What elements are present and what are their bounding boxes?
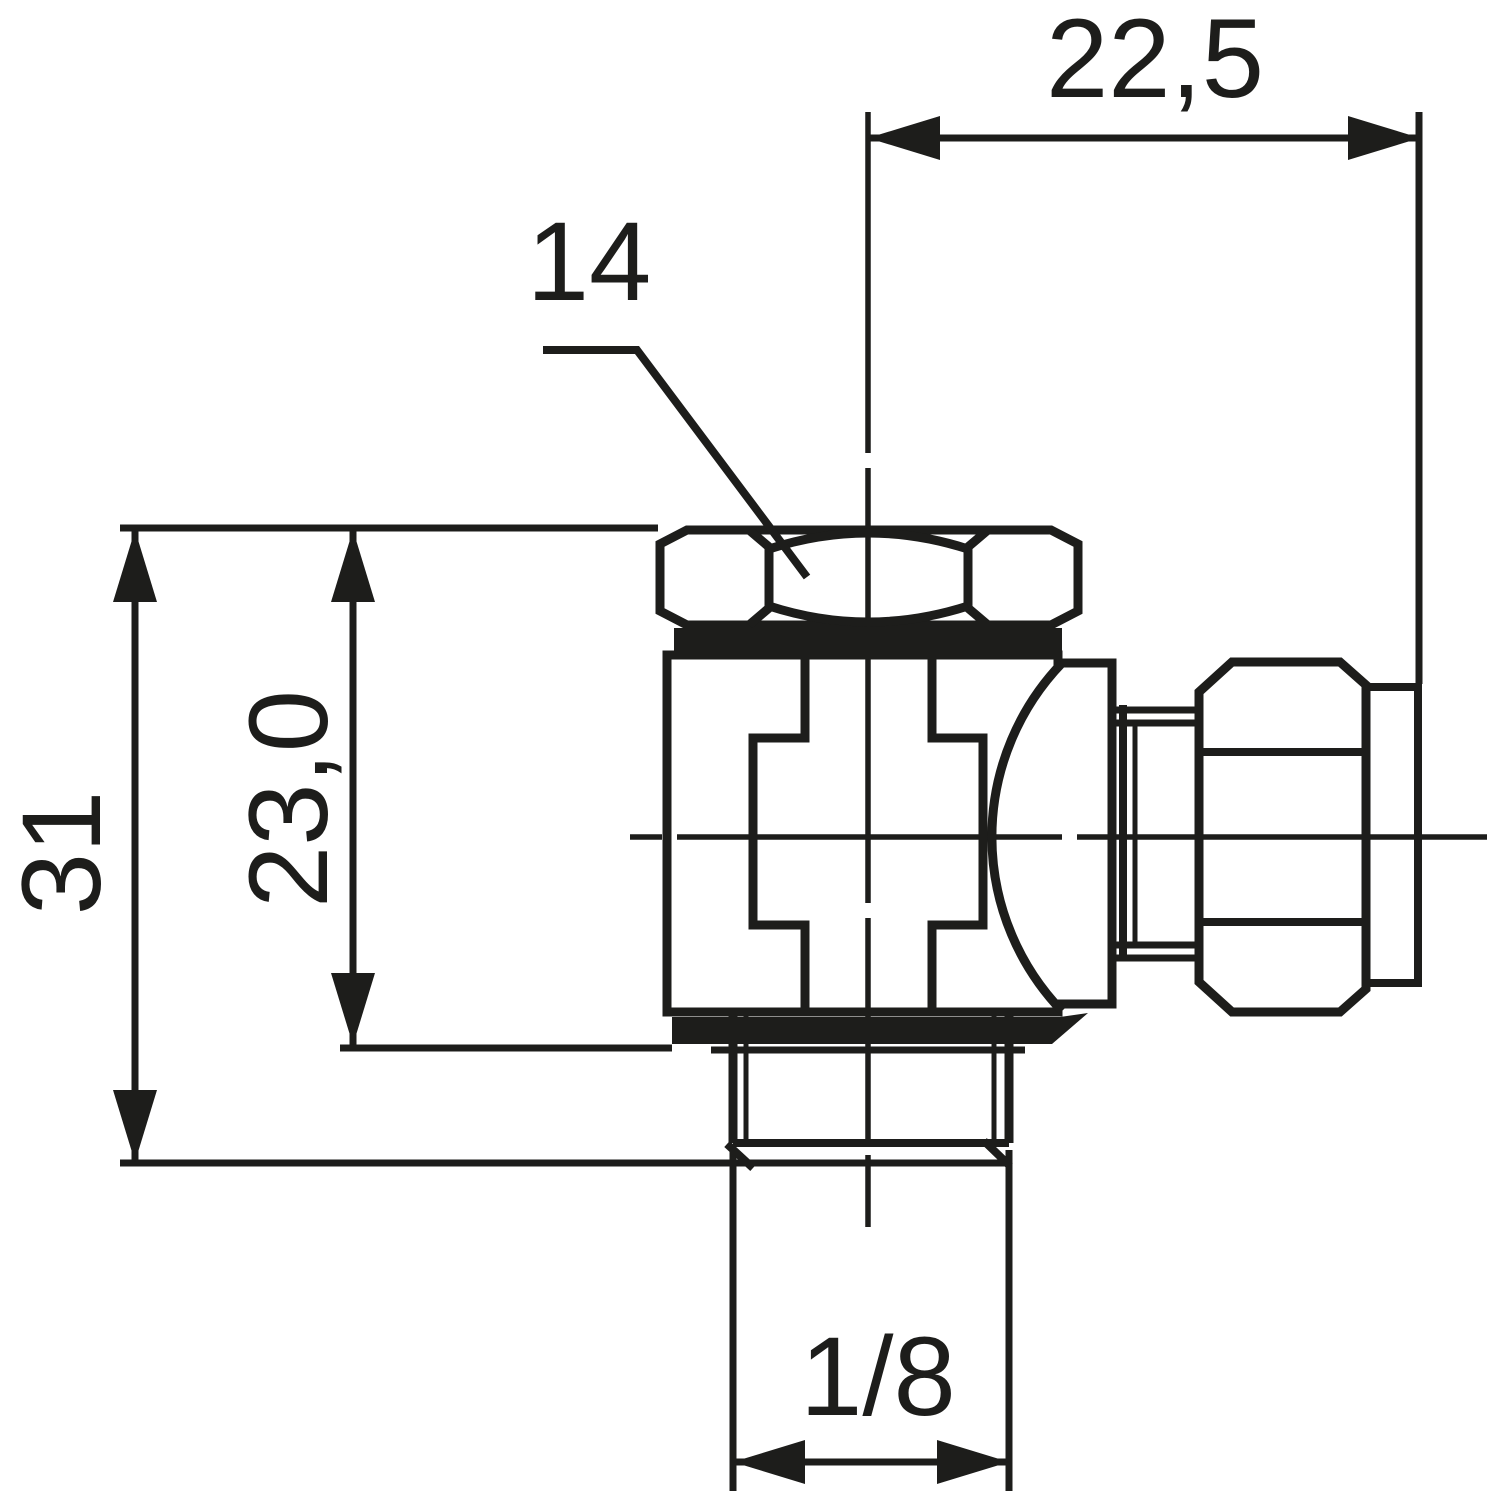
- leader-line-14: [543, 346, 811, 580]
- dimension-23-0: 23,0: [226, 530, 672, 1052]
- tube-end-cap: [1362, 683, 1422, 987]
- side-outlet: [1112, 657, 1422, 1017]
- dim-label-31: 31: [0, 791, 124, 916]
- dimension-22-5: 22,5: [868, 0, 1423, 684]
- dimension-1-8: 1/8: [729, 1150, 1013, 1491]
- dim-label-1-8: 1/8: [800, 1314, 956, 1439]
- top-hex-nut-left-facet-line: [746, 526, 774, 629]
- top-hex-nut: [655, 525, 1083, 630]
- top-hex-nut-crown-arc-top: [767, 528, 970, 554]
- top-hex-nut-right-facet-line: [963, 526, 991, 629]
- arrowhead-left-22-5: [868, 116, 940, 160]
- dimension-14: 14: [527, 199, 811, 580]
- fitting-body: [662, 650, 1117, 1017]
- dim-label-23-0: 23,0: [226, 690, 351, 908]
- dim-label-22-5: 22,5: [1046, 0, 1264, 121]
- arrowhead-left-1-8: [733, 1440, 805, 1484]
- top-hex-nut-crown-arc-bottom: [767, 601, 970, 627]
- arrowhead-right-1-8: [937, 1440, 1009, 1484]
- arrowhead-up-23-0: [331, 530, 375, 602]
- top-hex-nut-outline: [655, 525, 1083, 630]
- dimension-31: 31: [0, 524, 1010, 1167]
- arrowhead-down-23-0: [331, 973, 375, 1045]
- swivel-sphere-arc: [987, 659, 1066, 1015]
- arrowhead-right-22-5: [1348, 116, 1420, 160]
- compression-nut-outline: [1194, 657, 1371, 1017]
- male-thread-stud: [711, 1013, 1025, 1171]
- body-outline: [662, 650, 1117, 1017]
- arrowhead-down-31: [113, 1090, 157, 1162]
- body-inner-profile-right: [927, 655, 988, 1012]
- arrowhead-up-31: [113, 530, 157, 602]
- dim-label-14: 14: [527, 199, 652, 324]
- lower-seal-washer: [672, 1013, 1088, 1044]
- body-inner-profile-left: [748, 655, 810, 1012]
